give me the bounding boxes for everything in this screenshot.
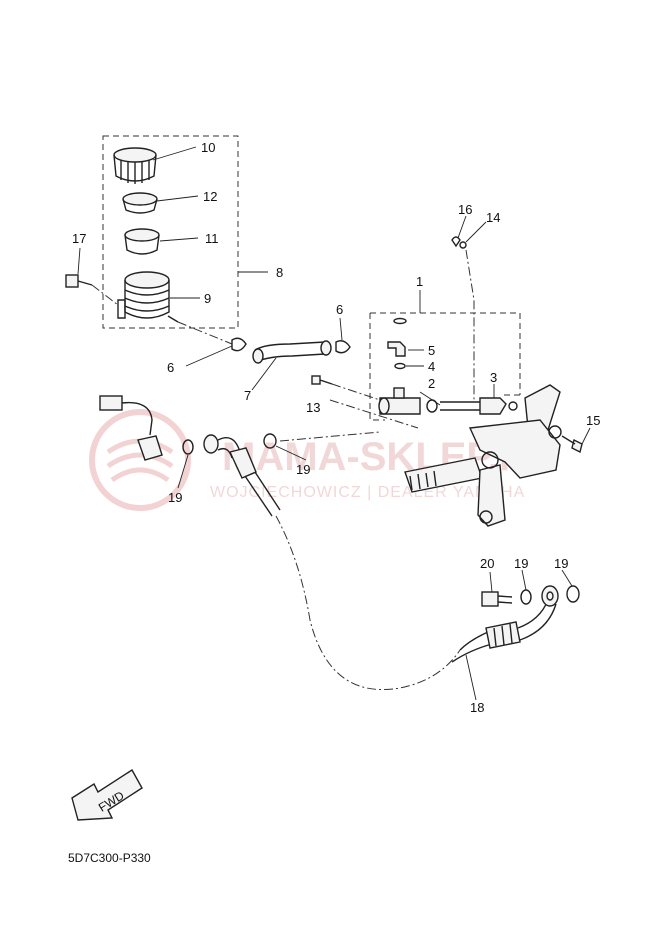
hose-routing-line xyxy=(275,515,461,690)
copper-washer-lower-a xyxy=(520,589,532,605)
o-ring xyxy=(394,362,406,370)
pin-alignment-line xyxy=(465,249,475,400)
bolt-13-line xyxy=(331,383,381,401)
callout-18: 18 xyxy=(470,700,484,715)
callout-9: 9 xyxy=(204,291,211,306)
callout-11: 11 xyxy=(205,231,219,246)
master-cylinder xyxy=(378,387,438,415)
cotter-pin xyxy=(451,236,461,248)
pin-washer xyxy=(459,241,467,249)
small-seal xyxy=(393,317,407,325)
leader-lines xyxy=(77,146,591,701)
hose-joint xyxy=(387,341,406,357)
callout-13: 13 xyxy=(306,400,320,415)
copper-washer-mid xyxy=(263,433,277,449)
hose-clamp-right xyxy=(335,340,351,354)
copper-washer-left xyxy=(182,439,194,455)
callout-14: 14 xyxy=(486,210,500,225)
callout-8: 8 xyxy=(276,265,283,280)
callout-3: 3 xyxy=(490,370,497,385)
callout-6-right: 6 xyxy=(336,302,343,317)
diagram-code: 5D7C300-P330 xyxy=(68,851,151,865)
brake-hose-lower xyxy=(451,599,557,663)
diaphragm-plate xyxy=(122,192,158,214)
callout-19-mid: 19 xyxy=(296,462,310,477)
callout-19-left: 19 xyxy=(168,490,182,505)
callout-10: 10 xyxy=(201,140,215,155)
cylinder-alignment-line xyxy=(329,399,419,429)
brake-light-switch xyxy=(99,395,163,461)
reservoir-hose xyxy=(252,340,332,364)
callout-4: 4 xyxy=(428,359,435,374)
reservoir-cap xyxy=(113,147,157,184)
watermark-sub-text: WOJCIECHOWICZ | DEALER YAMAHA xyxy=(210,484,525,501)
bolt-alignment-line xyxy=(91,284,119,306)
hose-clamp-left xyxy=(231,337,247,352)
callout-2: 2 xyxy=(428,376,435,391)
reservoir-hose-line xyxy=(177,321,233,345)
callout-17: 17 xyxy=(72,231,86,246)
union-bolt xyxy=(481,591,513,607)
callout-5: 5 xyxy=(428,343,435,358)
brake-pedal-bracket xyxy=(404,384,562,527)
reservoir-bolt xyxy=(65,274,93,288)
reservoir-assembly-box xyxy=(102,135,239,329)
watermark-logo-ring xyxy=(89,409,191,511)
callout-16: 16 xyxy=(458,202,472,217)
callout-6-left: 6 xyxy=(167,360,174,375)
callout-7: 7 xyxy=(244,388,251,403)
master-cylinder-bolt xyxy=(311,375,333,385)
diaphragm xyxy=(124,228,160,255)
banjo-fitting-lower xyxy=(541,585,559,607)
brake-hose-upper xyxy=(244,471,281,517)
reservoir-tank xyxy=(117,271,179,323)
callout-1: 1 xyxy=(416,274,423,289)
callout-labels: 10 12 11 9 8 17 6 7 6 1 5 4 2 3 13 15 16… xyxy=(72,140,600,715)
callout-12: 12 xyxy=(203,189,217,204)
pedal-bolt xyxy=(561,435,583,454)
fwd-arrow-icon: FWD xyxy=(71,769,143,821)
callout-19-lower-a: 19 xyxy=(514,556,528,571)
callout-20: 20 xyxy=(480,556,494,571)
copper-washer-lower-b xyxy=(566,585,580,603)
push-rod xyxy=(440,397,518,415)
callout-15: 15 xyxy=(586,413,600,428)
callout-19-lower-b: 19 xyxy=(554,556,568,571)
banjo-fitting-upper xyxy=(203,434,257,479)
